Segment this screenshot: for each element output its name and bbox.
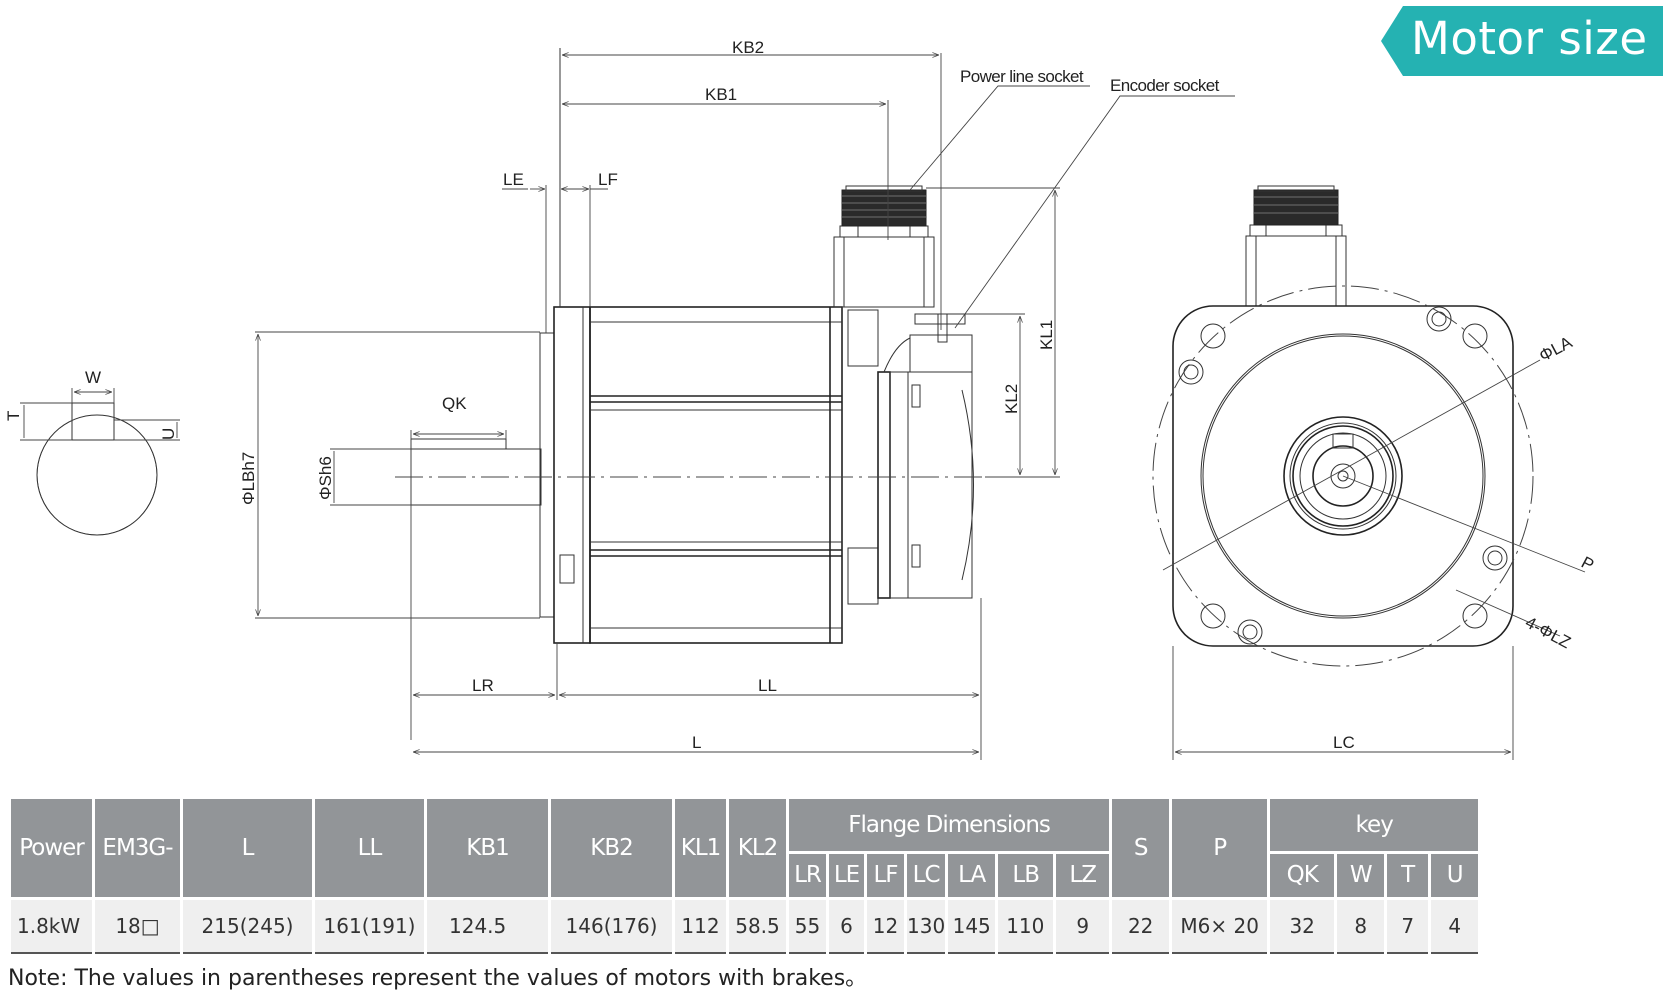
label-t: T <box>4 411 23 421</box>
motor-dimension-drawing: W T U ΦLBh7 QK ΦSh6 <box>4 38 1597 760</box>
mount-hole <box>1200 323 1226 349</box>
header-kb1: KB1 <box>424 796 551 900</box>
label-qk: QK <box>442 394 467 413</box>
flange-square <box>1172 305 1514 647</box>
bolt-circle <box>1152 285 1534 667</box>
header-qk: QK <box>1267 850 1338 901</box>
rear-cover <box>889 371 973 599</box>
header-la: LA <box>945 850 999 901</box>
label-lz: 4-ΦLZ <box>1522 613 1574 653</box>
mount-hole <box>1462 323 1488 349</box>
phi-la-leader <box>1162 359 1541 571</box>
label-encoder-socket: Encoder socket <box>1110 76 1220 95</box>
label-kb1: KB1 <box>705 85 737 104</box>
cell-kb1: 124.5 <box>424 897 551 954</box>
cell-ll: 161(191) <box>312 897 427 954</box>
cell-p: M6× 20 <box>1169 897 1271 954</box>
label-lf: LF <box>598 170 618 189</box>
header-w: W <box>1334 850 1388 901</box>
header-kl2: KL2 <box>726 796 789 900</box>
shaft-circle <box>36 414 158 536</box>
header-s: S <box>1109 796 1173 900</box>
cell-w: 8 <box>1334 897 1388 954</box>
header-power: Power <box>8 796 95 900</box>
motor-side-view: ΦLBh7 QK ΦSh6 <box>239 38 1235 760</box>
cell-t: 7 <box>1384 897 1432 954</box>
encoder-socket-leader <box>954 95 1235 329</box>
label-w: W <box>85 368 101 387</box>
table-header-row: Power EM3G- L LL KB1 KB2 KL1 KL2 Flange … <box>8 796 1482 900</box>
motor-size-badge: Motor size <box>1381 6 1663 76</box>
key-rect <box>71 402 115 441</box>
cell-power: 1.8kW <box>8 897 95 954</box>
cell-lc: 130 <box>903 897 949 954</box>
spigot-circle <box>1200 333 1486 619</box>
header-key: key <box>1267 796 1482 854</box>
power-socket-leader <box>909 85 1090 191</box>
cell-lr: 55 <box>786 897 829 954</box>
cell-lz: 9 <box>1053 897 1113 954</box>
flange <box>553 306 591 644</box>
cell-la: 145 <box>945 897 999 954</box>
cell-model: 18□ <box>92 897 183 954</box>
header-flange-dimensions: Flange Dimensions <box>785 796 1113 854</box>
header-model: EM3G- <box>92 796 183 900</box>
header-u: U <box>1428 850 1482 901</box>
cell-lb: 110 <box>995 897 1057 954</box>
header-lr: LR <box>786 850 829 901</box>
lz-leader <box>1455 589 1561 637</box>
label-l: L <box>692 733 701 752</box>
cell-kl1: 112 <box>672 897 729 954</box>
cell-s: 22 <box>1109 897 1173 954</box>
label-lr: LR <box>472 676 494 695</box>
power-line-socket <box>833 185 935 308</box>
label-ll: LL <box>758 676 777 695</box>
header-le: LE <box>826 850 867 901</box>
mount-hole <box>1462 603 1488 629</box>
label-u: U <box>159 428 178 440</box>
cell-le: 6 <box>826 897 867 954</box>
badge-shape <box>1381 6 1663 76</box>
header-p: P <box>1169 796 1271 900</box>
mount-hole <box>1200 603 1226 629</box>
label-phi-la: ΦLA <box>1536 332 1576 365</box>
header-lz: LZ <box>1053 850 1113 901</box>
header-t: T <box>1384 850 1432 901</box>
p-leader <box>1342 475 1586 573</box>
header-lb: LB <box>995 850 1057 901</box>
motor-body <box>589 306 843 644</box>
table-row: 1.8kW 18□ 215(245) 161(191) 124.5 146(17… <box>8 897 1482 954</box>
label-lc: LC <box>1333 733 1355 752</box>
header-kb2: KB2 <box>548 796 675 900</box>
label-kl1: KL1 <box>1037 320 1056 350</box>
header-lc: LC <box>903 850 949 901</box>
label-power-line-socket: Power line socket <box>960 67 1084 86</box>
header-l: L <box>180 796 315 900</box>
label-kl2: KL2 <box>1002 384 1021 414</box>
cell-qk: 32 <box>1267 897 1338 954</box>
cell-l: 215(245) <box>180 897 315 954</box>
label-phi-s: ΦSh6 <box>316 456 335 500</box>
label-phi-lb: ΦLBh7 <box>239 452 258 505</box>
header-lf: LF <box>864 850 907 901</box>
shaft-key-section: W T U <box>4 368 180 536</box>
badge-title: Motor size <box>1411 12 1648 65</box>
cell-u: 4 <box>1428 897 1482 954</box>
cell-kb2: 146(176) <box>548 897 675 954</box>
shaft-end <box>1312 445 1374 507</box>
motor-front-view: ΦLA P 4-ΦLZ LC <box>1152 185 1597 760</box>
encoder-socket <box>883 313 973 373</box>
label-le: LE <box>503 170 524 189</box>
header-kl1: KL1 <box>672 796 729 900</box>
label-p: P <box>1578 553 1597 575</box>
table-subheader-row: LR LE LF LC LA LB LZ QK W T U <box>10 850 1482 901</box>
key <box>410 438 507 450</box>
dimension-table: Power EM3G- L LL KB1 KB2 KL1 KL2 Flange … <box>8 796 1482 954</box>
label-kb2: KB2 <box>732 38 764 57</box>
cell-lf: 12 <box>864 897 907 954</box>
header-ll: LL <box>312 796 427 900</box>
cell-kl2: 58.5 <box>726 897 789 954</box>
brake-note: Note: The values in parentheses represen… <box>8 966 868 991</box>
